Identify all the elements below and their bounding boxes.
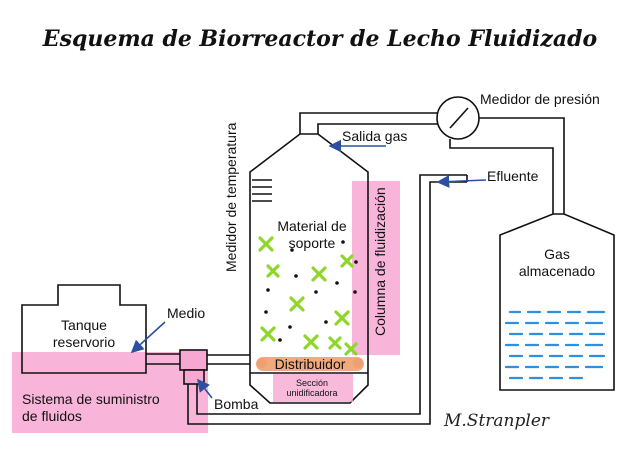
gas-pipe-outer xyxy=(479,117,565,214)
label-tank-1: Tanque xyxy=(61,317,107,333)
label-support-material-2: soporte xyxy=(289,235,336,251)
reactor-vessel xyxy=(249,133,369,404)
recirculation-inner-pipe xyxy=(196,174,467,415)
gas-outlet-inner-pipe xyxy=(317,123,440,134)
label-unifying-section-2: unidificadora xyxy=(286,388,337,398)
tank-outlet-pipe xyxy=(146,353,180,365)
gas-pipe-inner xyxy=(449,139,554,214)
pump-arrow xyxy=(197,378,213,399)
distributor-band xyxy=(256,357,364,371)
gas-outlet-outer-pipe xyxy=(299,112,437,134)
medium-arrow xyxy=(130,321,166,354)
reservoir-tank xyxy=(21,284,147,374)
label-supply-system-2: de fluidos xyxy=(22,408,82,424)
label-support-material-1: Material de xyxy=(277,218,346,234)
pump-body xyxy=(179,349,208,371)
label-unifying-section-1: Sección xyxy=(296,378,328,388)
temperature-meter xyxy=(252,179,272,202)
support-particles xyxy=(258,236,358,356)
pump-to-reactor-pipe xyxy=(207,354,250,365)
effluent-arrow xyxy=(436,175,487,188)
label-gas-outlet: Salida gas xyxy=(342,128,407,144)
fluidization-column-highlight xyxy=(352,181,400,355)
pump-base xyxy=(183,369,205,385)
label-effluent: Efluente xyxy=(487,168,539,184)
label-temperature-meter: Medidor de temperatura xyxy=(223,122,239,272)
fluid-supply-highlight xyxy=(12,352,208,433)
label-distributor: Distribuidor xyxy=(275,356,346,372)
label-pump: Bomba xyxy=(214,396,259,412)
unifying-section-highlight xyxy=(273,374,353,402)
diagram-title: Esquema de Biorreactor de Lecho Fluidiza… xyxy=(42,26,597,52)
pressure-gauge-needle xyxy=(449,107,469,129)
label-tank-2: reservorio xyxy=(53,334,115,350)
stored-liquid xyxy=(504,310,606,380)
gas-storage-tank xyxy=(499,213,615,391)
label-stored-gas-2: almacenado xyxy=(519,263,595,279)
label-pressure-meter: Medidor de presión xyxy=(480,91,600,107)
author-signature: M.Stranpler xyxy=(443,411,550,431)
label-fluidization-column: Columna de fluidización xyxy=(372,187,388,336)
label-stored-gas-1: Gas xyxy=(544,246,570,262)
label-medium: Medio xyxy=(167,305,205,321)
label-supply-system-1: Sistema de suministro xyxy=(22,391,160,407)
